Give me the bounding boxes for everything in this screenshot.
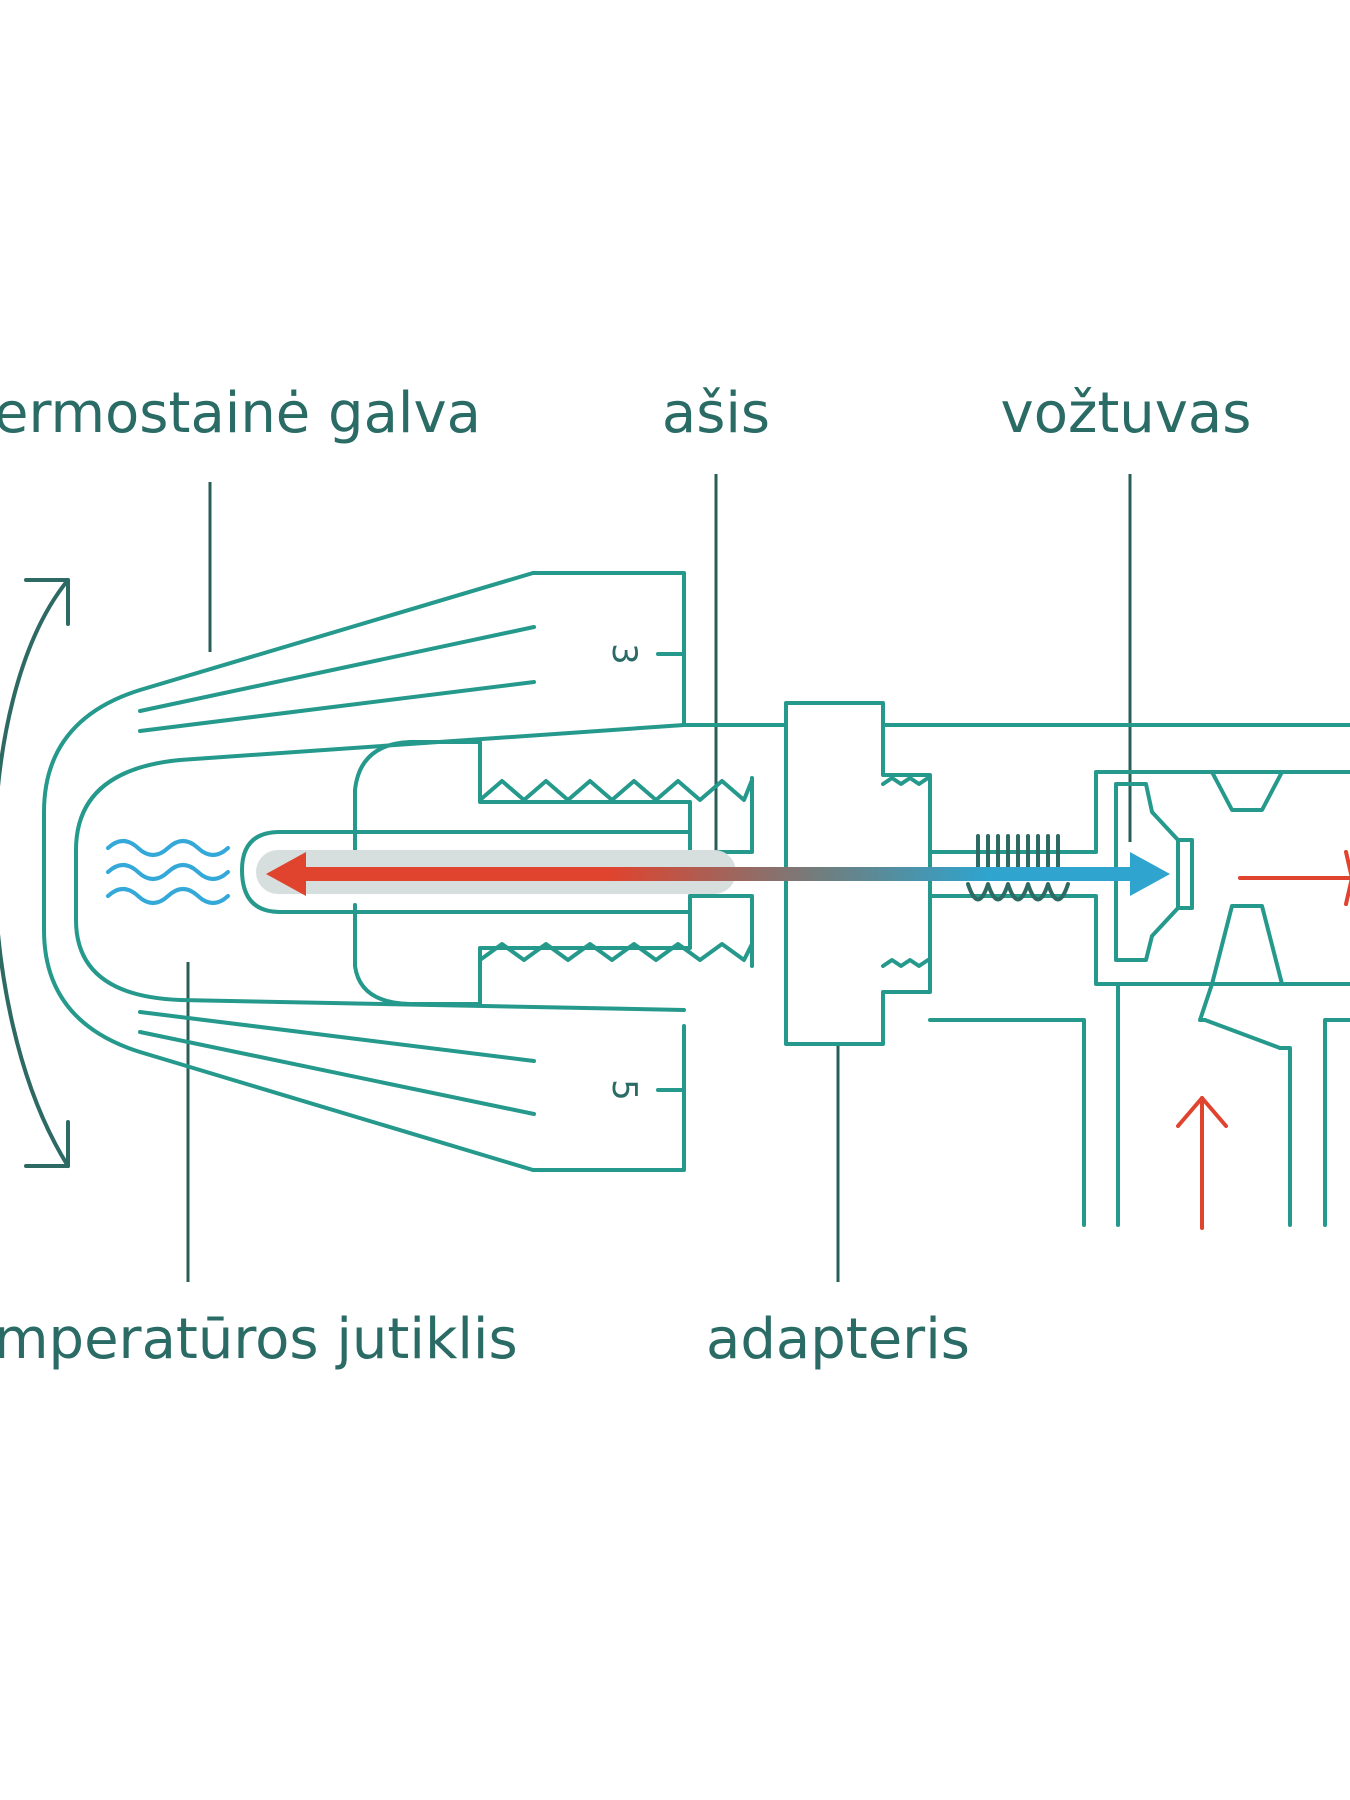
grip-line	[138, 1030, 536, 1116]
label-adapter: adapteris	[706, 1307, 970, 1372]
bellows-zigzag-top	[478, 778, 754, 802]
label-valve: vožtuvas	[1001, 381, 1252, 446]
sensor-chamber	[74, 723, 1350, 1012]
thermostatic-head: 3 5	[42, 571, 686, 1172]
label-temperature-sensor: mperatūros jutiklis	[0, 1307, 518, 1372]
flow-arrow-right-icon	[1238, 850, 1350, 906]
scale-mark-3: 3	[604, 643, 644, 665]
grip-line	[138, 680, 536, 733]
bellows-zigzag-bottom	[478, 942, 754, 962]
flow-arrow-up-icon	[1176, 1096, 1228, 1230]
heat-waves-icon	[106, 839, 230, 905]
grip-line	[138, 1010, 536, 1063]
adapter-thread-bottom	[881, 958, 930, 968]
grip-line	[138, 625, 536, 713]
sensor-capsule	[240, 830, 692, 914]
arrow-head-left	[266, 852, 306, 896]
label-thermostatic-head: ermostainė galva	[0, 381, 481, 446]
curved-double-arrow-icon	[0, 578, 70, 1168]
adapter-thread-top	[881, 776, 930, 786]
arrow-head-right	[1130, 852, 1170, 896]
bellows-cartridge	[353, 740, 754, 1006]
valve-body	[928, 770, 1350, 1227]
label-axis: ašis	[662, 381, 770, 446]
scale-mark-5: 5	[604, 1079, 644, 1101]
spring-icon	[966, 834, 1070, 902]
axis-double-arrow	[266, 852, 1170, 896]
